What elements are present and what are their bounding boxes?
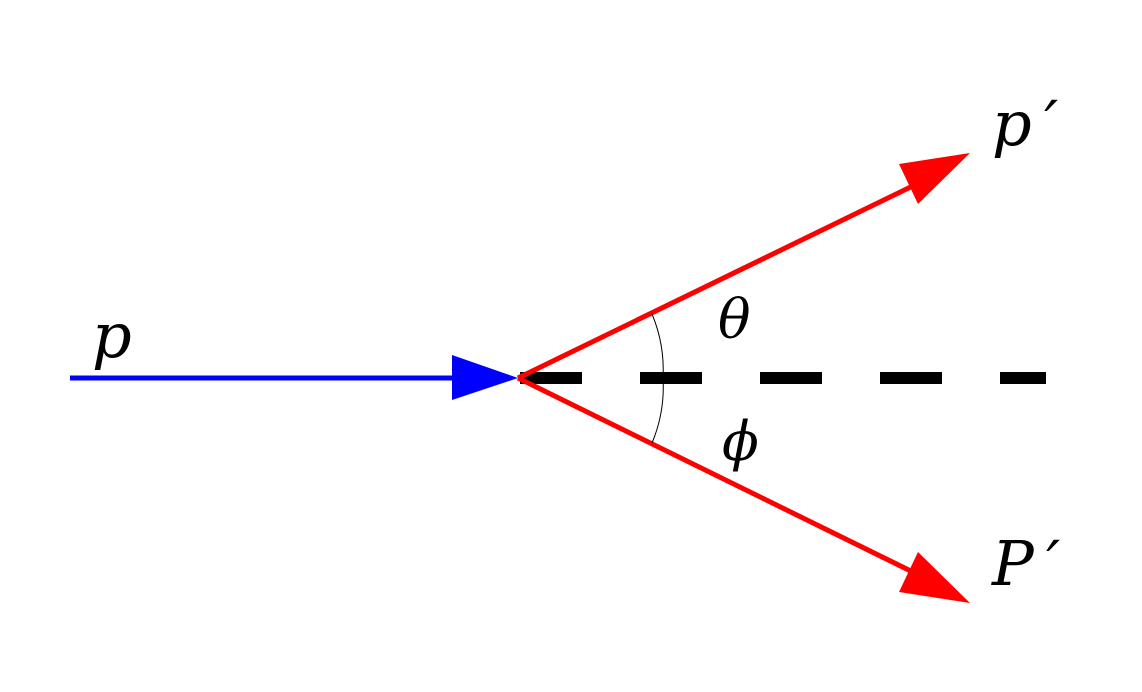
- phi-angle-arc: [651, 377, 664, 444]
- recoil-arrow-head: [899, 552, 970, 603]
- theta-angle-arc: [651, 313, 664, 379]
- recoil-arrow-shaft: [516, 375, 927, 581]
- incoming-arrow: [70, 355, 518, 400]
- incoming-arrow-head: [452, 355, 518, 400]
- scattered-arrow: [516, 153, 970, 381]
- scattered-arrow-head: [899, 153, 970, 204]
- scattered-momentum-label: p ′: [992, 87, 1058, 160]
- scattered-arrow-shaft: [516, 177, 927, 381]
- recoil-momentum-label: P ′: [991, 527, 1060, 600]
- recoil-arrow: [516, 375, 970, 603]
- phi-label: ϕ: [722, 410, 759, 473]
- incoming-momentum-label: p: [92, 299, 132, 372]
- theta-label: θ: [718, 288, 751, 351]
